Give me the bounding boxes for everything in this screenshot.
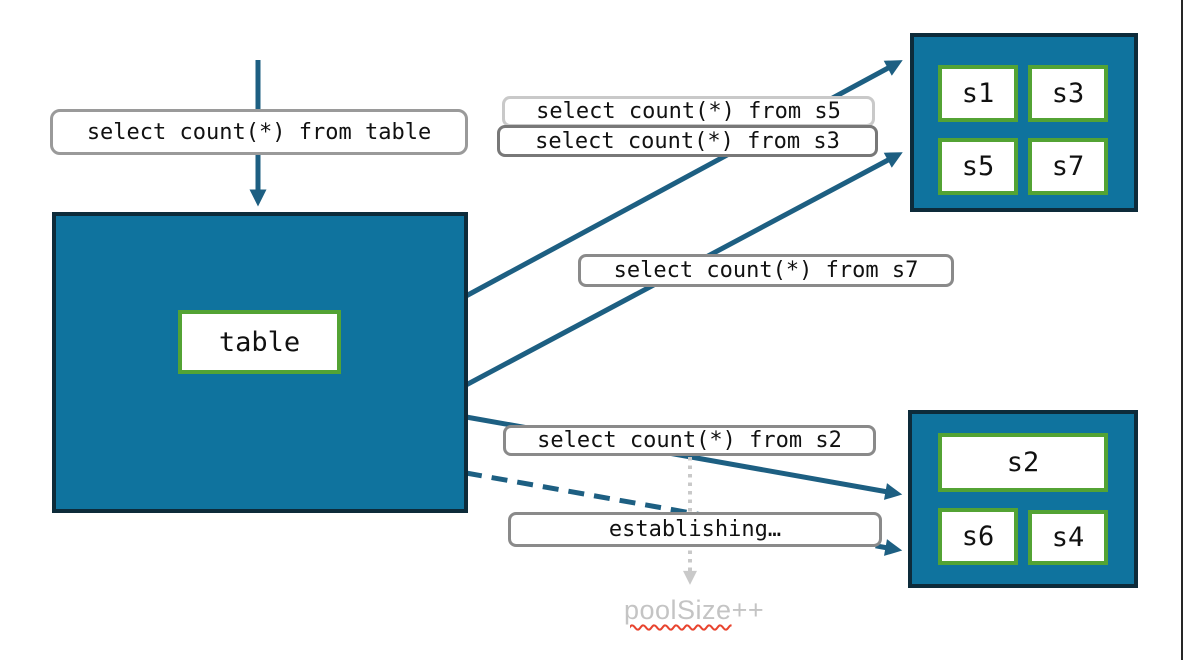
query-label-s2: select count(*) from s2 [503, 425, 876, 456]
poolsize-word: poolSize [624, 595, 732, 625]
poolsize-suffix: ++ [731, 595, 765, 625]
shard-label-s6: s6 [961, 521, 995, 552]
query-label-s5: select count(*) from s5 [502, 96, 875, 127]
shard-label-s1: s1 [961, 78, 995, 109]
query-label-s5-text: select count(*) from s5 [536, 99, 841, 124]
shard-label-s3: s3 [1051, 78, 1085, 109]
establishing-label: establishing… [508, 512, 882, 547]
shard-cell-s1: s1 [938, 65, 1018, 122]
shard-label-s4: s4 [1051, 522, 1085, 553]
table-node-label-box: table [178, 310, 341, 374]
query-label-table-text: select count(*) from table [86, 119, 432, 145]
shard-cell-s6: s6 [938, 508, 1018, 565]
shard-cell-s2: s2 [938, 433, 1108, 492]
shard-label-s7: s7 [1051, 151, 1085, 182]
query-label-table: select count(*) from table [50, 109, 468, 155]
query-label-s3: select count(*) from s3 [497, 125, 878, 157]
table-node-label: table [218, 326, 301, 358]
query-label-s7: select count(*) from s7 [578, 254, 954, 287]
establishing-label-text: establishing… [608, 517, 782, 542]
shard-cell-s4: s4 [1028, 510, 1108, 565]
arrow-establishing-dashed [465, 470, 903, 556]
shard-cell-s5: s5 [938, 138, 1018, 195]
shard-group-bottom: s2 s6 s4 [908, 410, 1138, 588]
shard-label-s2: s2 [1006, 447, 1040, 478]
poolsize-annotation: poolSize++ [624, 595, 764, 626]
shard-label-s5: s5 [961, 151, 995, 182]
query-label-s2-text: select count(*) from s2 [537, 428, 842, 453]
shard-group-top: s1 s3 s5 s7 [910, 33, 1138, 212]
shard-cell-s7: s7 [1028, 138, 1108, 195]
query-label-s7-text: select count(*) from s7 [613, 258, 919, 283]
shard-cell-s3: s3 [1028, 65, 1108, 122]
table-node: table [52, 212, 468, 513]
window-right-edge-line [1181, 0, 1183, 660]
query-label-s3-text: select count(*) from s3 [535, 128, 840, 154]
